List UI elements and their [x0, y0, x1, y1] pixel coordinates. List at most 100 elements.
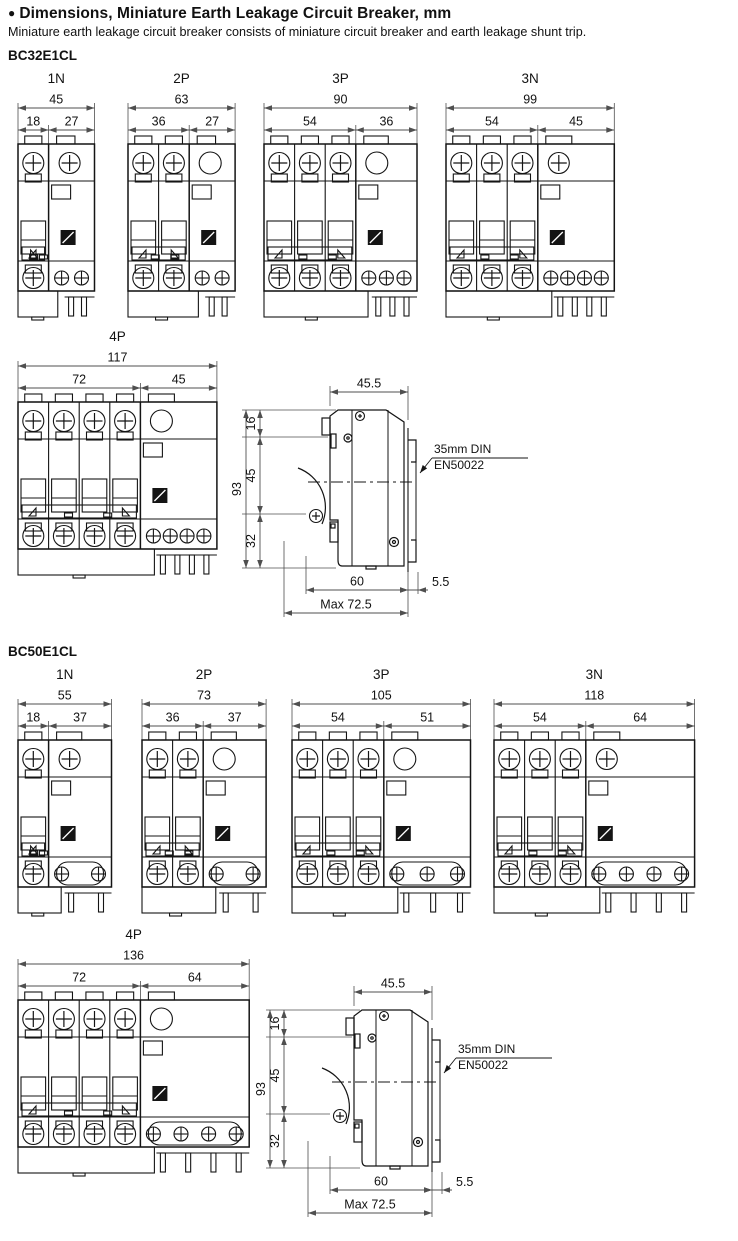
blank-port-icon — [149, 409, 173, 433]
dimension: 45 — [140, 373, 217, 391]
dimension: 93 — [254, 1010, 273, 1168]
toggle-handle — [130, 220, 157, 255]
screw-icon — [559, 747, 582, 771]
terminal-plus-icon — [145, 1126, 161, 1142]
dimension-label: 93 — [230, 482, 244, 496]
mount-tab — [54, 991, 74, 1001]
connector-prong — [630, 892, 637, 913]
dimension-label: Max 72.5 — [320, 598, 371, 612]
dimension-label: 16 — [268, 1017, 282, 1031]
connector-prong — [68, 892, 75, 913]
dimension-label: 64 — [188, 971, 202, 985]
trip-flag-icon — [137, 248, 147, 259]
dimension-label: EN50022 — [434, 458, 484, 472]
screw-icon — [162, 266, 185, 290]
dimension: 63 — [128, 93, 236, 111]
terminal-clamp — [452, 173, 470, 183]
terminal-clamp — [483, 173, 501, 183]
base-foot — [72, 574, 86, 579]
screw-icon — [22, 151, 45, 175]
trip-flag-icon — [121, 506, 131, 517]
mount-tab — [85, 991, 104, 1001]
screw-icon — [296, 747, 319, 771]
dimension: 36 — [142, 711, 204, 729]
toggle-handle — [345, 1017, 355, 1036]
screw-icon — [357, 747, 380, 771]
mount-tab — [561, 731, 580, 741]
terminal-plus-icon — [646, 866, 662, 882]
breaker-body — [141, 739, 267, 888]
base-foot — [168, 912, 183, 917]
screw-icon — [357, 862, 380, 886]
connector-prong — [222, 892, 229, 913]
dimension-label: 35mm DIN — [434, 442, 491, 456]
screw-icon — [52, 409, 75, 433]
terminal-clamp — [55, 1029, 73, 1039]
connector-prong — [203, 554, 210, 575]
mount-tab — [196, 135, 217, 145]
dimension: 55 — [18, 689, 112, 707]
din-base — [17, 548, 155, 576]
screw-icon — [450, 266, 473, 290]
blank-port-icon — [393, 747, 417, 771]
terminal-clamp — [24, 769, 42, 779]
screw-icon — [22, 409, 45, 433]
terminal-plus-icon — [54, 866, 70, 882]
base-foot — [154, 316, 169, 321]
din-base — [445, 290, 553, 318]
dimension-label: 54 — [485, 115, 499, 129]
dimension: 72 — [18, 971, 141, 989]
toggle-handle — [294, 816, 321, 851]
screw-icon — [83, 524, 106, 548]
screw-icon — [22, 1007, 45, 1031]
terminal-plus-icon — [90, 866, 107, 882]
dimension-label: 45.5 — [381, 977, 405, 991]
screw-icon — [326, 862, 349, 886]
dimension-label: 16 — [244, 417, 258, 431]
elb-notch — [540, 184, 561, 200]
toggle-tie-bar — [267, 246, 353, 261]
dimension-label: 18 — [26, 115, 40, 129]
screw-icon — [559, 862, 582, 886]
dimension-label: 117 — [107, 351, 127, 365]
terminal-clamp — [24, 431, 42, 441]
terminal-clamp — [55, 431, 73, 441]
dimension: 16 — [244, 410, 263, 437]
toggle-handle — [355, 816, 382, 851]
dimension: 51 — [383, 711, 471, 729]
mount-tab — [210, 731, 237, 741]
screw-icon — [83, 1122, 106, 1146]
mount-tab — [270, 135, 289, 145]
dimension: 27 — [189, 115, 236, 133]
connector-prong — [605, 892, 612, 913]
toggle-handle — [266, 220, 293, 255]
screw-icon — [176, 862, 199, 886]
trip-flag-icon — [365, 844, 375, 855]
pole-config-label: 3N — [522, 71, 539, 86]
pole-config-label: 4P — [109, 329, 126, 344]
mount-tab — [482, 135, 502, 145]
din-rail — [431, 1028, 441, 1172]
dimension: 136 — [18, 949, 250, 967]
connector-prong — [159, 554, 166, 575]
screw-icon — [22, 524, 45, 548]
terminal-plus-icon — [145, 528, 161, 544]
toggle-tie-bar — [145, 842, 200, 857]
terminal-clamp — [24, 1029, 42, 1039]
connector-prong — [159, 1152, 166, 1173]
dimension: 105 — [292, 689, 471, 707]
mount-tab — [391, 731, 419, 741]
terminal-plus-icon — [208, 866, 224, 882]
terminal-clamp — [301, 173, 319, 183]
connector-prong — [185, 1152, 192, 1173]
toggle-handle — [20, 816, 47, 851]
dimension-label: 55 — [58, 689, 72, 703]
toggle-handle — [325, 816, 351, 851]
bullet-icon: ● — [8, 6, 16, 20]
connector-prong — [681, 892, 688, 913]
test-button — [395, 826, 411, 841]
page-title-text: Dimensions, Miniature Earth Leakage Circ… — [19, 5, 452, 22]
